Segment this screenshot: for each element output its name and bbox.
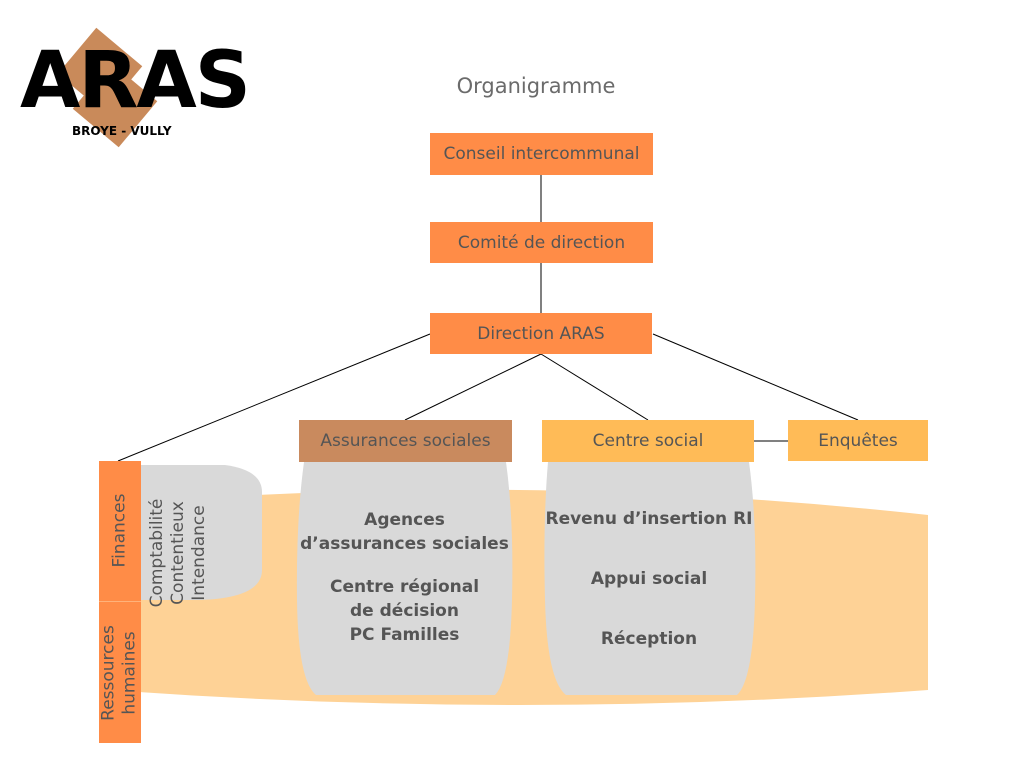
node-enquetes[interactable]: Enquêtes: [788, 420, 928, 461]
finances-item-comptabilite: Comptabilité: [147, 498, 167, 608]
rh-label: Ressources humaines: [99, 603, 141, 744]
rh-label-line1: Ressources: [98, 625, 119, 721]
centre-social-item-reception: Réception: [600, 629, 698, 649]
connector-direction-centre-social: [540, 353, 649, 421]
crd-line3: PC Familles: [349, 625, 460, 645]
logo-subtitle: BROYE - VULLY: [72, 124, 172, 138]
node-finances[interactable]: Finances: [99, 461, 141, 601]
node-assurances-sociales[interactable]: Assurances sociales: [299, 420, 512, 462]
finances-bubble: [140, 465, 262, 600]
node-centre-social[interactable]: Centre social: [542, 420, 754, 462]
crd-line2: de décision: [350, 601, 459, 621]
agences-line1: Agences: [364, 510, 445, 530]
connector-direction-finances: [117, 333, 431, 462]
finances-item-intendance: Intendance: [189, 505, 209, 601]
agences-line2: d’assurances sociales: [300, 534, 509, 554]
finances-item-contentieux: Contentieux: [168, 501, 188, 605]
connector-direction-assurances: [404, 353, 542, 421]
finances-items: Comptabilité Contentieux Intendance: [147, 493, 213, 613]
node-direction-aras[interactable]: Direction ARAS: [430, 313, 652, 354]
centre-social-item-ri: Revenu d’insertion RI: [545, 509, 753, 529]
assurances-item-crd-pc-familles: Centre régional de décision PC Familles: [297, 575, 512, 647]
assurances-bubble: [296, 462, 513, 695]
rh-label-line2: humaines: [119, 631, 140, 715]
centre-social-item-appui: Appui social: [590, 569, 708, 589]
connector-direction-enquetes: [652, 333, 859, 421]
page-title: Organigramme: [456, 74, 616, 98]
logo-shape: [57, 27, 158, 148]
finances-label: Finances: [109, 493, 130, 568]
centre-social-bubble: [544, 462, 756, 695]
logo-text: ARAS: [20, 36, 251, 126]
node-comite-direction[interactable]: Comité de direction: [430, 222, 653, 263]
assurances-item-agences: Agences d’assurances sociales: [297, 508, 512, 556]
crd-line1: Centre régional: [329, 577, 480, 597]
node-ressources-humaines[interactable]: Ressources humaines: [99, 601, 141, 743]
node-conseil-intercommunal[interactable]: Conseil intercommunal: [430, 133, 653, 175]
